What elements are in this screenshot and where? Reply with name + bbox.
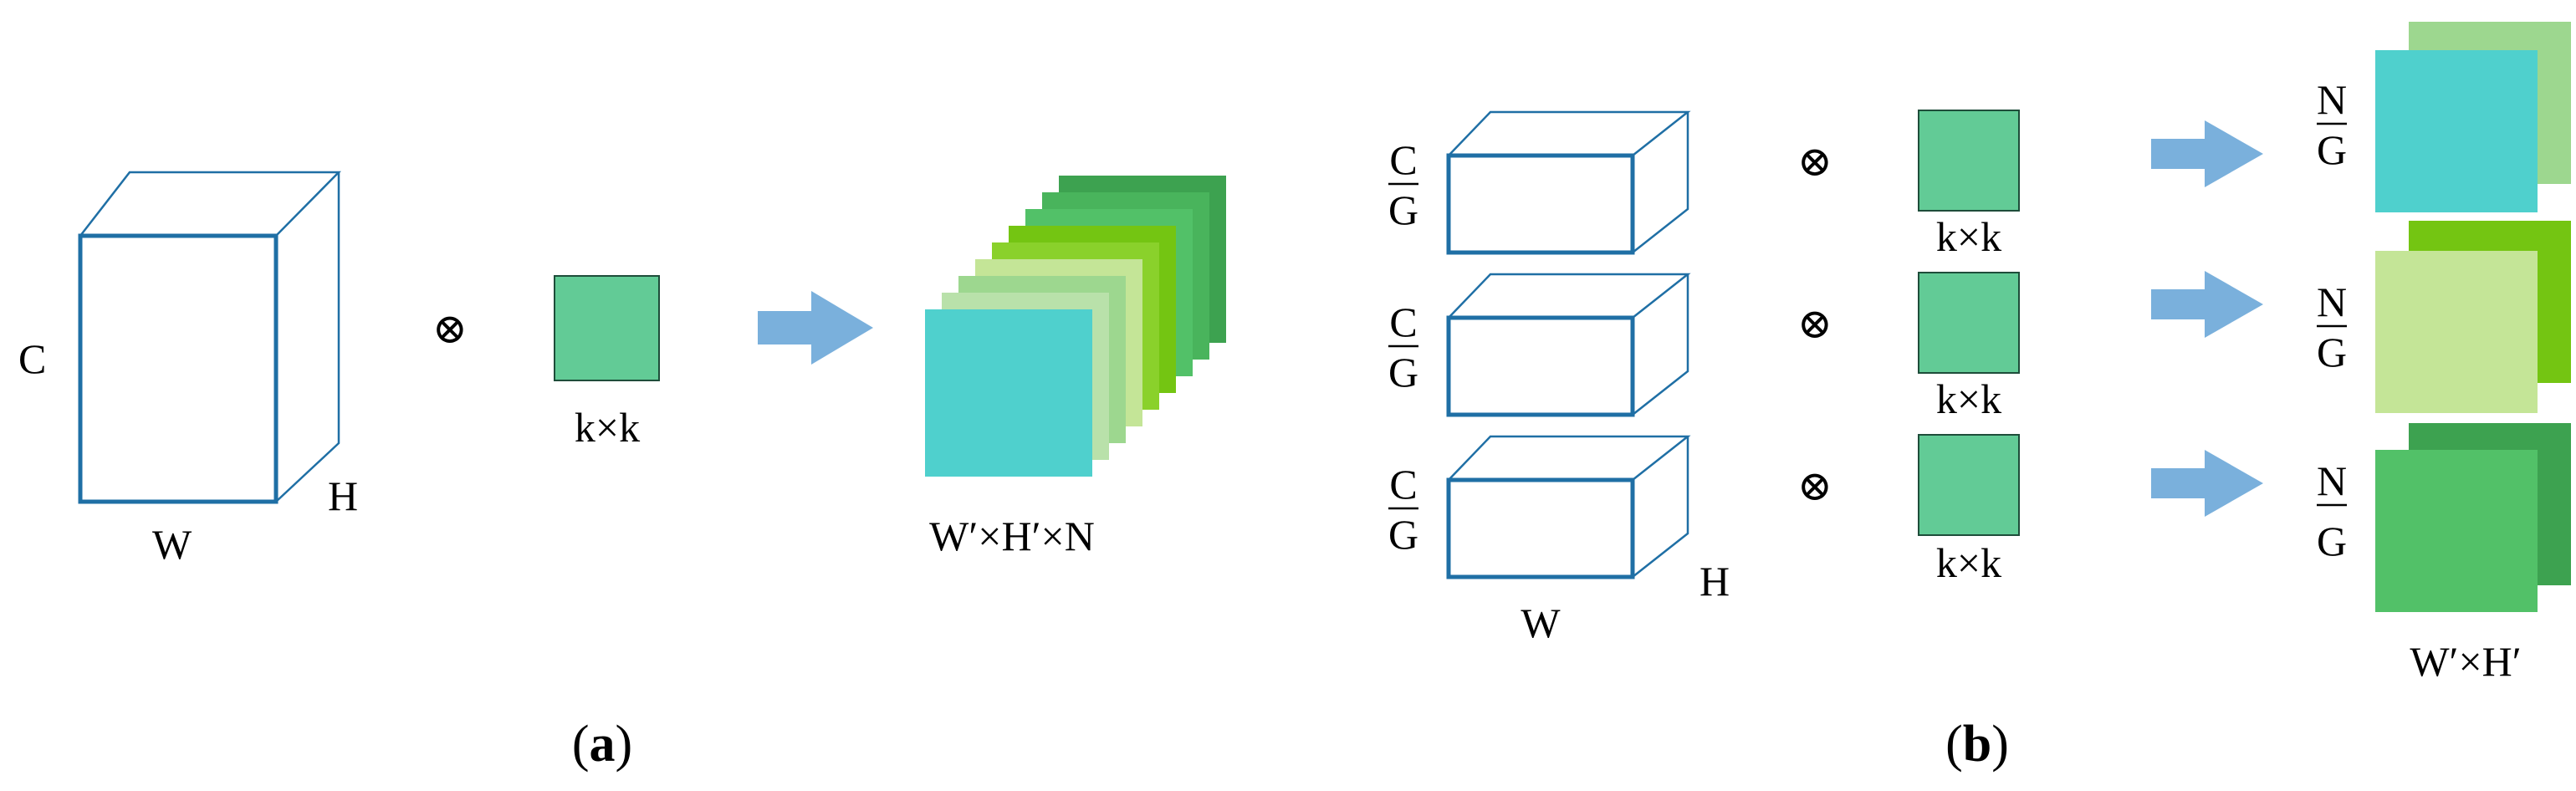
kernel-label: k×k: [1936, 375, 2001, 422]
convolution-operator: ⊗: [1797, 300, 1832, 347]
output-feature-stack: [2375, 423, 2571, 612]
cube-side-face: [275, 172, 340, 503]
output-label: W′×H′: [2410, 638, 2521, 685]
cube-side-face: [1632, 274, 1689, 416]
channel-label: C: [18, 335, 46, 382]
kernel-label: k×k: [1936, 213, 2001, 260]
fraction-numerator: C: [1389, 461, 1417, 508]
cube-front-face: [1446, 477, 1635, 579]
caption-close: ): [616, 716, 633, 773]
height-label: H: [328, 472, 358, 519]
convolution-operator: ⊗: [1797, 138, 1832, 185]
fraction-denominator: G: [2317, 126, 2347, 173]
kernel: [1918, 272, 2020, 374]
panel-a: C W H ⊗ k×k W′×H′×N (a): [18, 171, 1226, 773]
cube-front-face: [1446, 153, 1635, 255]
group-row: C G W H ⊗ k×k N G W′: [1388, 423, 2571, 685]
channel-fraction: C G: [1388, 136, 1418, 233]
cube-side-face: [1632, 436, 1689, 578]
fraction-denominator: G: [1388, 511, 1418, 558]
arrow-right: [2151, 271, 2263, 338]
fraction-denominator: G: [1388, 186, 1418, 233]
caption-b: (b): [1945, 716, 2009, 773]
output-fraction: N G: [2317, 457, 2347, 564]
height-label: H: [1699, 558, 1730, 605]
cube-top-face: [79, 171, 341, 237]
group-row: C G ⊗ k×k N G: [1388, 22, 2571, 260]
arrow-right: [2151, 450, 2263, 517]
caption-letter: a: [590, 716, 616, 773]
group-cube: [1446, 435, 1691, 579]
caption-open: (: [1945, 716, 1963, 773]
kernel: [1918, 110, 2020, 212]
fraction-numerator: C: [1389, 299, 1417, 345]
convolution-operator: ⊗: [1797, 462, 1832, 509]
width-label: W: [1521, 600, 1561, 646]
fraction-denominator: G: [2317, 329, 2347, 375]
cube-top-face: [1448, 110, 1691, 156]
group-row: C G ⊗ k×k N G: [1388, 221, 2571, 422]
feature-map: [2375, 450, 2538, 612]
channel-fraction: C G: [1388, 299, 1418, 396]
input-cube: [78, 171, 341, 504]
convolution-operator: ⊗: [432, 305, 468, 352]
output-feature-stack: [2375, 221, 2571, 413]
width-label: W: [152, 521, 192, 568]
caption-open: (: [572, 716, 590, 773]
fraction-numerator: N: [2317, 76, 2347, 123]
kernel: [554, 275, 660, 381]
caption-letter: b: [1963, 716, 1991, 773]
output-fraction: N G: [2317, 76, 2347, 173]
panel-b: C G ⊗ k×k N G: [1388, 22, 2571, 773]
cube-top-face: [1448, 435, 1691, 481]
caption-a: (a): [572, 716, 632, 773]
output-feature-stack: [2375, 22, 2571, 212]
channel-fraction: C G: [1388, 461, 1418, 558]
kernel-label: k×k: [575, 404, 640, 451]
arrow-right: [758, 291, 873, 365]
cube-top-face: [1448, 273, 1691, 319]
fraction-denominator: G: [1388, 349, 1418, 396]
cube-front-face: [1446, 315, 1635, 417]
cube-side-face: [1632, 112, 1689, 253]
cube-front-face: [78, 233, 279, 504]
output-label: W′×H′×N: [929, 513, 1095, 559]
kernel: [1918, 434, 2020, 536]
arrow-right: [2151, 120, 2263, 187]
output-feature-stack: [925, 176, 1226, 477]
caption-close: ): [1991, 716, 2009, 773]
feature-map: [2375, 50, 2538, 212]
feature-map: [925, 309, 1092, 477]
fraction-denominator: G: [2317, 518, 2347, 564]
kernel-label: k×k: [1936, 539, 2001, 586]
group-cube: [1446, 273, 1691, 417]
fraction-numerator: C: [1389, 136, 1417, 183]
feature-map: [2375, 251, 2538, 413]
fraction-numerator: N: [2317, 457, 2347, 504]
fraction-numerator: N: [2317, 278, 2347, 325]
output-fraction: N G: [2317, 278, 2347, 375]
group-cube: [1446, 110, 1691, 255]
